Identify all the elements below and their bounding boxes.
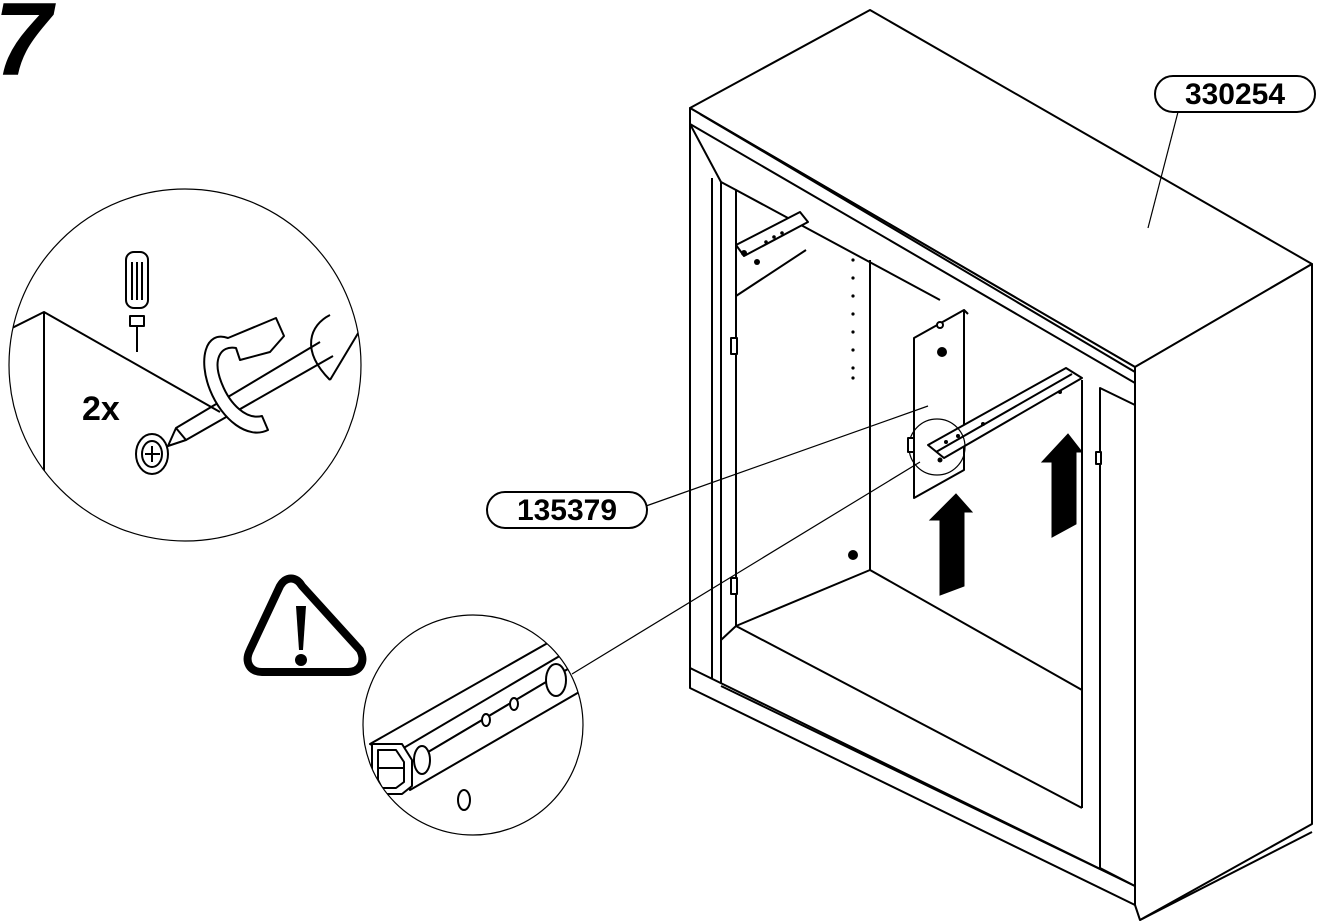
warning-triangle-icon [243, 574, 367, 676]
svg-text:330254: 330254 [1185, 78, 1285, 111]
up-arrow-left [928, 493, 974, 596]
cabinet-left-post [689, 123, 722, 687]
svg-text:135379: 135379 [517, 494, 617, 527]
rail-detail-circle [362, 614, 584, 836]
leader-lines [571, 111, 1179, 675]
cabinet [689, 9, 1313, 921]
rotation-arrow-icon [203, 317, 285, 434]
cabinet-top-face [689, 9, 1313, 368]
part-label-cabinet: 330254 [1154, 75, 1316, 113]
part-label-panel: 135379 [486, 491, 648, 529]
step-number: 7 [0, 0, 56, 98]
screw-quantity: 2x [82, 390, 120, 428]
up-arrow-right [1040, 433, 1084, 538]
lift-arrows [928, 433, 1084, 596]
shelf-holes [851, 258, 855, 380]
cabinet-right-side [1134, 263, 1313, 921]
screw-detail-circle: 2x [8, 188, 362, 542]
cabinet-right-post [1099, 387, 1136, 887]
